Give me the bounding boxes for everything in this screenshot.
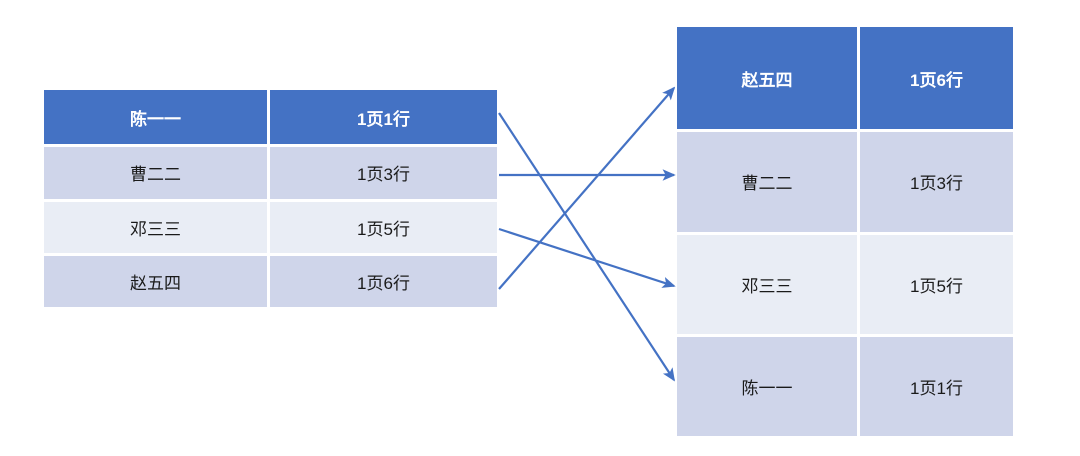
arrow-deng-connector (498, 227, 676, 288)
source-cell-position: 1页5行 (270, 198, 497, 253)
source-cell-name: 曹二二 (44, 144, 270, 199)
target-table: 赵五四 1页6行 曹二二 1页3行 邓三三 1页5行 陈一一 1页1行 (677, 27, 1013, 436)
table-row[interactable]: 邓三三 1页5行 (44, 198, 497, 253)
table-row[interactable]: 曹二二 1页3行 (677, 129, 1013, 232)
source-cell-name: 陈一一 (44, 90, 270, 145)
target-cell-position: 1页3行 (860, 129, 1013, 232)
table-row[interactable]: 陈一一 1页1行 (677, 333, 1013, 436)
target-cell-position: 1页5行 (860, 231, 1013, 334)
table-row[interactable]: 赵五四 1页6行 (44, 252, 497, 307)
target-cell-name: 邓三三 (677, 231, 860, 334)
table-row[interactable]: 赵五四 1页6行 (677, 27, 1013, 130)
table-row[interactable]: 邓三三 1页5行 (677, 231, 1013, 334)
source-cell-position: 1页3行 (270, 144, 497, 199)
target-cell-name: 赵五四 (677, 27, 860, 130)
target-cell-name: 陈一一 (677, 333, 860, 436)
target-cell-position: 1页6行 (860, 27, 1013, 130)
target-cell-name: 曹二二 (677, 129, 860, 232)
arrow-chen-connector (498, 112, 675, 382)
target-cell-position: 1页1行 (860, 333, 1013, 436)
source-table: 陈一一 1页1行 曹二二 1页3行 邓三三 1页5行 赵五四 1页6行 (44, 90, 497, 307)
table-row[interactable]: 曹二二 1页3行 (44, 144, 497, 199)
table-row[interactable]: 陈一一 1页1行 (44, 90, 497, 145)
source-cell-position: 1页6行 (270, 252, 497, 307)
source-cell-position: 1页1行 (270, 90, 497, 145)
arrow-zhao-connector (498, 86, 676, 290)
source-cell-name: 邓三三 (44, 198, 270, 253)
source-cell-name: 赵五四 (44, 252, 270, 307)
